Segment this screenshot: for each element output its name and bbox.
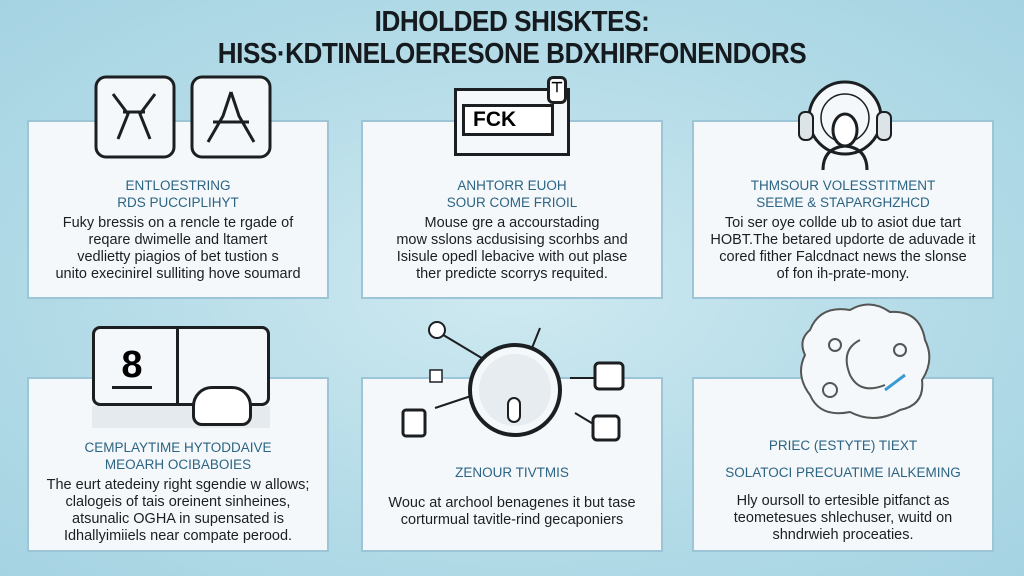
body-line: HOBT.The betared updorte de aduvade it xyxy=(710,232,976,248)
card-subheading: MEOARH OCIBABOIES xyxy=(104,457,252,472)
body-line: atsunalic OGHA in supensated is xyxy=(72,511,284,527)
card-3: THMSOUR VOLESSTITMENT SEEME & STAPARGHZH… xyxy=(692,120,994,299)
card-heading: CEMPLAYTIME HYTODDAIVE xyxy=(84,440,272,455)
card-body: Wouc at archool benagenes it but tase co… xyxy=(363,495,661,529)
body-line: Wouc at archool benagenes it but tase xyxy=(388,495,636,511)
body-line: corturmual tavitle-rind gecaponiers xyxy=(400,512,624,528)
body-line: mow sslons acdusising scorhbs and xyxy=(396,232,628,248)
title-line-2: HISS·KDTINELOERESONE BDXHIRFONENDORS xyxy=(217,38,807,70)
dashboard-number: 8 xyxy=(112,344,152,389)
card-heading: PRIEC (ESTYTE) TIEXT xyxy=(768,438,918,453)
body-line: Idhallyimiiels near compate perood. xyxy=(63,528,293,544)
card-body: Mouse gre a accourstading mow sslons acd… xyxy=(363,215,661,283)
card-heading: ANHTORR EUOH xyxy=(457,178,567,193)
body-line: cored fither Falcdnact news the slonse xyxy=(719,249,967,265)
body-line: reqare dwimelle and ltamert xyxy=(88,232,268,248)
card-heading: ZENOUR TIVTMIS xyxy=(455,465,569,480)
card-subheading: SOLATOCI PRECUATIME IALKEMING xyxy=(725,465,961,480)
body-line: unito execinirel sulliting hove soumard xyxy=(55,266,301,282)
title-line-1: IDHOLDED SHISKTES: xyxy=(374,6,650,38)
card-subheading: SOUR COME FRIOIL xyxy=(446,195,578,210)
card-subheading: RDS PUCCIPLIHYT xyxy=(117,195,239,210)
puzzle-map-icon xyxy=(790,300,940,430)
card-heading: ENTLOESTRING xyxy=(125,178,231,193)
body-line: of fon ih-prate-mony. xyxy=(776,266,910,282)
fck-badge-icon: FCK ⊤ xyxy=(452,76,577,158)
card-body: The eurt atedeiny right sgendie w allows… xyxy=(29,477,327,545)
body-line: shndrwieh proceaties. xyxy=(772,527,914,543)
card-heading: THMSOUR VOLESSTITMENT xyxy=(750,178,936,193)
body-line: ther predicte scorrys requited. xyxy=(416,266,608,282)
body-line: Mouse gre a accourstading xyxy=(424,215,600,231)
card-subheading: SEEME & STAPARGHZHCD xyxy=(756,195,930,210)
body-line: The eurt atedeiny right sgendie w allows… xyxy=(46,477,310,493)
headset-robot-icon xyxy=(795,78,895,178)
card-body: Toi ser oye collde ub to asiot due tart … xyxy=(694,215,992,283)
body-line: clalogeis of tais oreinent sinheines, xyxy=(65,494,291,510)
body-line: Toi ser oye collde ub to asiot due tart xyxy=(724,215,962,231)
body-line: Isisule opedl lebacive with out plase xyxy=(396,249,628,265)
hub-network-icon xyxy=(395,318,635,453)
dashboard-icon: 8 xyxy=(92,326,272,436)
body-line: Hly oursoll to ertesible pitfanct as xyxy=(736,493,950,509)
body-line: Fuky bressis on a rencle te rgade of xyxy=(62,215,294,231)
card-1: ENTLOESTRING RDS PUCCIPLIHYT Fuky bressi… xyxy=(27,120,329,299)
card-body: Hly oursoll to ertesible pitfanct as teo… xyxy=(694,493,992,544)
body-line: vedlietty piagios of bet tustion s xyxy=(77,249,279,265)
card-body: Fuky bressis on a rencle te rgade of req… xyxy=(29,215,327,283)
tool-icon xyxy=(93,74,273,169)
fck-label: FCK xyxy=(462,104,554,136)
body-line: teometesues shlechuser, wuitd on xyxy=(733,510,953,526)
